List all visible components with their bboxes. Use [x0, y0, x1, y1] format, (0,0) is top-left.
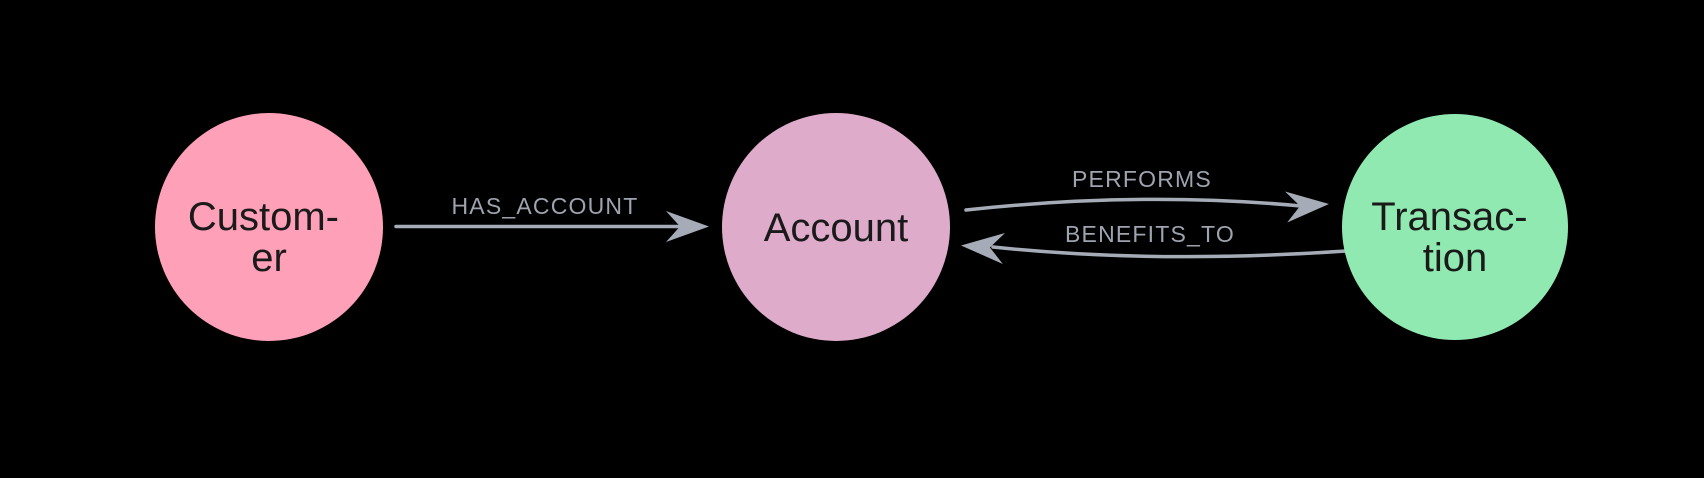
node-account-label-line1: Account — [764, 206, 909, 250]
node-transaction-label-line1: Transac- — [1371, 195, 1527, 239]
node-customer-label-line2: er — [251, 236, 287, 280]
node-customer-label: Custom- er — [188, 195, 350, 280]
edge-performs-line[interactable] — [964, 197, 1303, 212]
node-transaction[interactable]: Transac- tion — [1342, 114, 1568, 340]
node-account-circle[interactable] — [722, 113, 950, 341]
edge-benefits-to-arrowhead-icon — [961, 233, 1005, 264]
edge-performs-arrowhead-icon — [1285, 191, 1329, 223]
edge-has-account-label[interactable]: HAS_ACCOUNT — [451, 193, 638, 219]
node-account-label: Account — [764, 206, 909, 250]
node-customer-circle[interactable] — [155, 113, 383, 341]
edge-has-account[interactable]: HAS_ACCOUNT — [394, 193, 709, 242]
node-customer-label-line1: Custom- — [188, 195, 339, 239]
node-transaction-label: Transac- tion — [1371, 195, 1538, 280]
node-transaction-circle[interactable] — [1342, 114, 1568, 340]
edge-benefits-to-line[interactable] — [991, 245, 1348, 259]
node-transaction-label-line2: tion — [1423, 236, 1488, 280]
edge-performs-label[interactable]: PERFORMS — [1072, 166, 1212, 192]
edge-has-account-arrowhead-icon — [666, 211, 709, 242]
edge-performs[interactable]: PERFORMS — [964, 166, 1330, 223]
edge-benefits-to-label[interactable]: BENEFITS_TO — [1065, 221, 1235, 247]
edge-benefits-to[interactable]: BENEFITS_TO — [960, 221, 1348, 264]
node-account[interactable]: Account — [722, 113, 950, 341]
node-customer[interactable]: Custom- er — [155, 113, 383, 341]
